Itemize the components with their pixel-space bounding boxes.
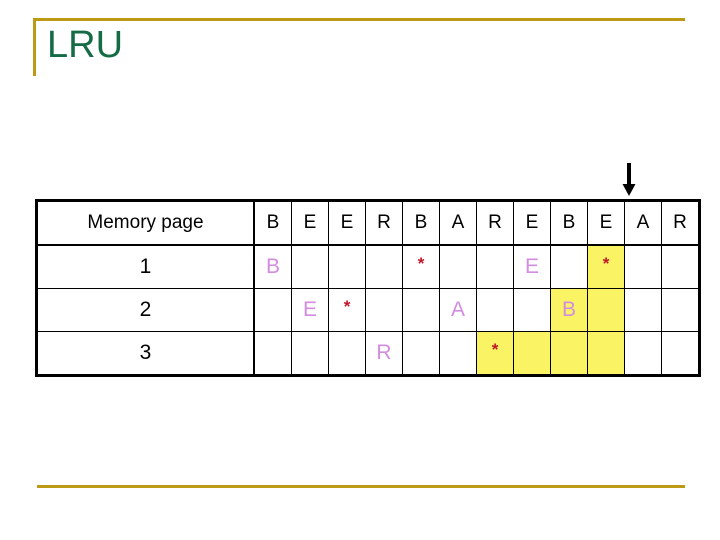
frame-number-label: 3 — [36, 331, 255, 376]
reference-string-cell: B — [402, 200, 440, 246]
frame-cell — [624, 331, 662, 376]
frame-cell — [587, 331, 625, 376]
page-letter: B — [561, 298, 576, 321]
frame-cell: E — [291, 288, 329, 332]
frame-cell — [328, 244, 366, 289]
page-letter: R — [376, 341, 392, 364]
reference-string-cell: E — [587, 200, 625, 246]
frame-cell: A — [439, 288, 477, 332]
frame-cell — [513, 331, 551, 376]
reference-string-cell: R — [661, 200, 700, 246]
frame-cell: * — [328, 288, 366, 332]
frame-cell — [439, 244, 477, 289]
frame-cell: E — [513, 244, 551, 289]
frame-cell: * — [476, 331, 514, 376]
frame-cell — [661, 244, 700, 289]
frame-cell: B — [550, 288, 588, 332]
frame-cell — [624, 288, 662, 332]
frame-cell: B — [253, 244, 292, 289]
page-letter: E — [302, 298, 317, 321]
frame-cell: * — [587, 244, 625, 289]
table-row: 3 R * — [36, 331, 700, 376]
reference-string-cell: E — [513, 200, 551, 246]
reference-string-cell: A — [624, 200, 662, 246]
reference-string-cell: E — [291, 200, 329, 246]
frame-cell — [661, 288, 700, 332]
frame-cell — [439, 331, 477, 376]
frame-cell — [253, 288, 292, 332]
fault-star-marker: * — [602, 254, 610, 273]
frame-cell: R — [365, 331, 403, 376]
frame-cell — [550, 331, 588, 376]
reference-string-cell: R — [365, 200, 403, 246]
reference-string-cell: A — [439, 200, 477, 246]
frame-cell — [587, 288, 625, 332]
frame-number-label: 1 — [36, 244, 255, 289]
reference-string-cell: B — [550, 200, 588, 246]
frame-cell: * — [402, 244, 440, 289]
table-row: 2 E * A B — [36, 288, 700, 332]
frame-cell — [328, 331, 366, 376]
frame-cell — [253, 331, 292, 376]
frame-cell — [365, 288, 403, 332]
reference-string-cell: E — [328, 200, 366, 246]
frame-cell — [661, 331, 700, 376]
footer-accent-rule — [37, 485, 685, 488]
page-letter: A — [450, 298, 465, 321]
page-letter: B — [265, 255, 280, 278]
reference-string-cell: R — [476, 200, 514, 246]
frame-cell — [550, 244, 588, 289]
fault-star-marker: * — [491, 340, 499, 359]
fault-star-marker: * — [343, 297, 351, 316]
frame-cell — [402, 288, 440, 332]
frame-cell — [624, 244, 662, 289]
reference-string-cell: B — [253, 200, 292, 246]
frame-cell — [291, 244, 329, 289]
frame-cell — [513, 288, 551, 332]
frame-cell — [476, 288, 514, 332]
frame-number-label: 2 — [36, 288, 255, 332]
frame-cell — [291, 331, 329, 376]
title-accent-rule — [33, 18, 685, 76]
fault-star-marker: * — [417, 254, 425, 273]
page-title: LRU — [47, 24, 124, 66]
frame-cell — [365, 244, 403, 289]
row-label-header: Memory page — [36, 200, 255, 246]
frame-cell — [402, 331, 440, 376]
page-letter: E — [524, 255, 539, 278]
frame-cell — [476, 244, 514, 289]
down-arrow-icon — [621, 163, 637, 197]
